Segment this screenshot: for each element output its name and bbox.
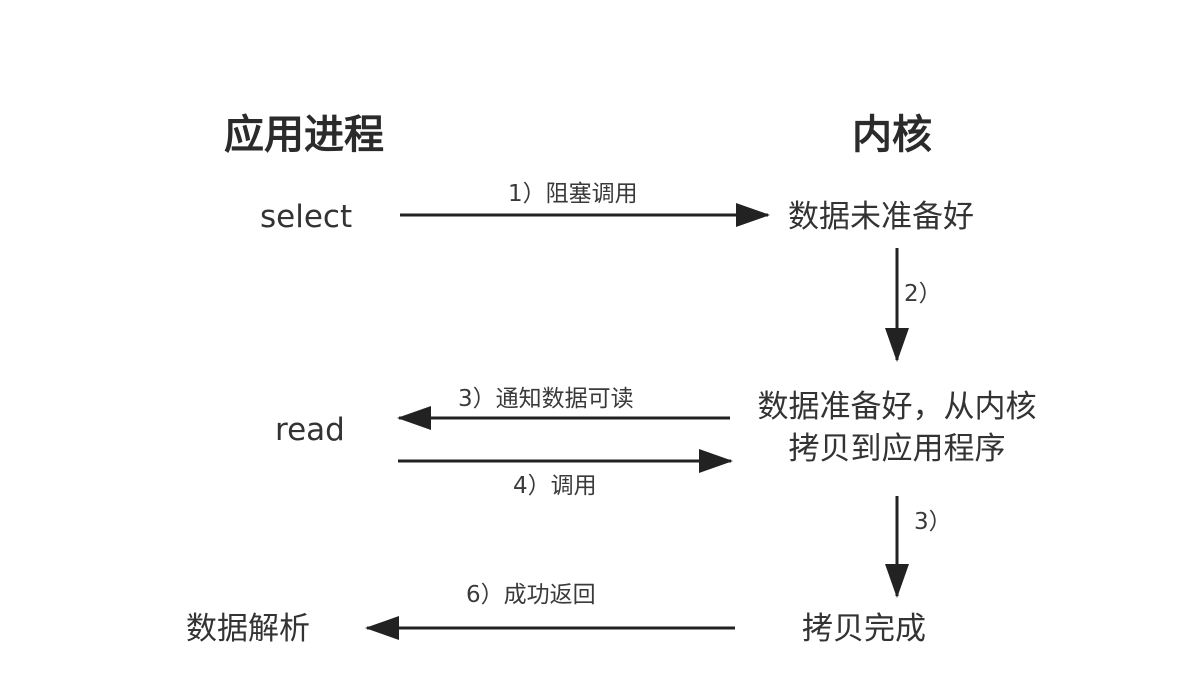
data-parse-node: 数据解析: [186, 611, 310, 647]
app-process-header: 应用进程: [224, 112, 384, 158]
return-success-label: 6）成功返回: [466, 582, 596, 608]
step-3-label: 3）: [914, 509, 952, 535]
select-node: select: [260, 199, 353, 235]
data-not-ready-node: 数据未准备好: [788, 199, 974, 235]
data-ready-line-1: 数据准备好，从内核: [757, 389, 1037, 425]
call-label: 4）调用: [513, 473, 597, 499]
data-ready-line-2: 拷贝到应用程序: [788, 431, 1006, 467]
kernel-header: 内核: [852, 112, 932, 158]
read-node: read: [275, 412, 345, 448]
blocking-call-label: 1）阻塞调用: [508, 181, 638, 207]
copy-done-node: 拷贝完成: [802, 611, 926, 647]
step-2-label: 2）: [904, 281, 942, 307]
data-ready-node: 数据准备好，从内核 拷贝到应用程序: [758, 386, 1037, 470]
notify-readable-label: 3）通知数据可读: [458, 386, 634, 412]
